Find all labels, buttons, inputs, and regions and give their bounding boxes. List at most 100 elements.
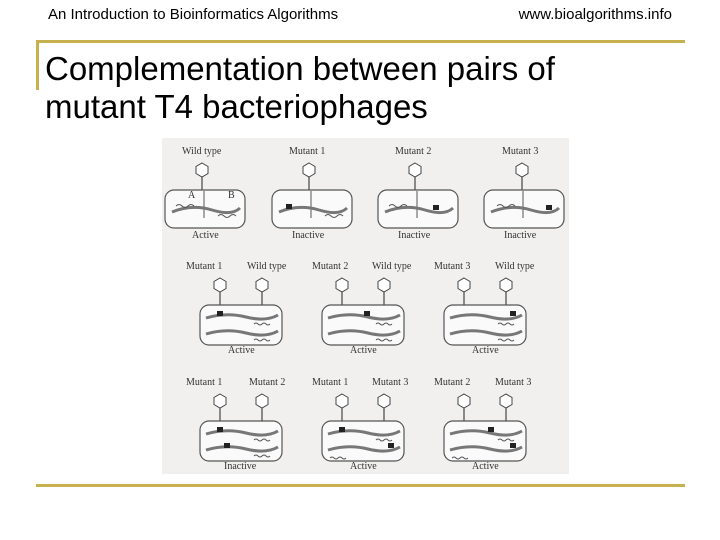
protein-a [496, 204, 516, 208]
row2-header-2: Wild type [247, 261, 287, 272]
mutation-mark [388, 443, 394, 448]
phage-icon [377, 277, 391, 308]
row2-cell-1: Active [199, 277, 283, 356]
bacterial-cell [199, 420, 283, 462]
row1-cell-4: Inactive [483, 162, 565, 241]
protein-a [175, 204, 195, 208]
row2-cell-2: Active [321, 277, 405, 356]
mutant-dna [327, 445, 401, 453]
row2-cell-3: Active [443, 277, 527, 356]
row3-cell-1: Inactive [199, 393, 283, 472]
row2-header-5: Mutant 3 [434, 261, 470, 272]
slide-title-line-1: Complementation between pairs of [45, 50, 555, 87]
mutation-mark [286, 204, 292, 209]
wild-type-dna [327, 329, 401, 337]
bacterial-cell [199, 304, 283, 346]
phage-icon [335, 277, 349, 308]
row3-state-3: Active [472, 461, 499, 472]
mutation-mark [488, 427, 494, 432]
protein-b [217, 214, 237, 218]
top-rule [36, 40, 685, 43]
protein-b [253, 454, 271, 458]
row3-header-4: Mutant 3 [372, 377, 408, 388]
left-accent-rule [36, 40, 39, 90]
protein-b [253, 438, 271, 442]
phage-icon [515, 162, 529, 193]
row1-state-1: Active [192, 230, 219, 241]
mutation-mark [433, 205, 439, 210]
mutation-mark [217, 311, 223, 316]
row1-cell-3: Inactive [377, 162, 459, 241]
mutant-dna [449, 429, 523, 437]
phage-icon [302, 162, 316, 193]
wild-type-dna [449, 329, 523, 337]
mutant-dna [327, 313, 401, 321]
protein-b [497, 338, 515, 342]
mutation-mark [546, 205, 552, 210]
row3-header-3: Mutant 1 [312, 377, 348, 388]
protein-b [497, 438, 515, 442]
row3-state-2: Active [350, 461, 377, 472]
protein-b [375, 338, 393, 342]
slide-title-line-2: mutant T4 bacteriophages [45, 88, 428, 125]
protein-b [324, 214, 344, 218]
protein-b [375, 322, 393, 326]
row2-header-4: Wild type [372, 261, 412, 272]
mutant-dna [205, 445, 279, 453]
row1-header-3: Mutant 2 [395, 146, 431, 157]
protein-a [388, 204, 408, 208]
mutation-mark [510, 311, 516, 316]
mutation-mark [224, 443, 230, 448]
complementation-diagram: Wild type Mutant 1 Mutant 2 Mutant 3 A B… [164, 146, 565, 472]
row1-cell-2: Inactive [271, 162, 353, 241]
row1-state-4: Inactive [504, 230, 537, 241]
row2-header-1: Mutant 1 [186, 261, 222, 272]
bacterial-cell [321, 420, 405, 462]
protein-a [451, 456, 469, 460]
protein-b [375, 438, 393, 442]
row3-header-6: Mutant 3 [495, 377, 531, 388]
row1-header-4: Mutant 3 [502, 146, 538, 157]
phage-dna [171, 205, 242, 215]
protein-b [497, 322, 515, 326]
phage-icon [377, 393, 391, 424]
phage-icon [457, 277, 471, 308]
row1-header-1: Wild type [182, 146, 222, 157]
mutation-mark [364, 311, 370, 316]
bottom-rule [36, 484, 685, 487]
row2-state-2: Active [350, 345, 377, 356]
mutation-mark [339, 427, 345, 432]
row1-state-3: Inactive [398, 230, 431, 241]
row3-header-5: Mutant 2 [434, 377, 470, 388]
row2-state-3: Active [472, 345, 499, 356]
phage-dna [490, 205, 561, 215]
row3-header-2: Mutant 2 [249, 377, 285, 388]
phage-icon [195, 162, 209, 193]
mutant-dna [449, 313, 523, 321]
mutant-dna [449, 445, 523, 453]
gene-label-a: A [188, 190, 196, 201]
bacterial-cell [443, 420, 527, 462]
row1-cell-1: A B Active [164, 162, 246, 241]
row2-header-6: Wild type [495, 261, 535, 272]
row1-header-2: Mutant 1 [289, 146, 325, 157]
phage-icon [213, 277, 227, 308]
complementation-figure: Wild type Mutant 1 Mutant 2 Mutant 3 A B… [162, 138, 569, 474]
header-course-title: An Introduction to Bioinformatics Algori… [48, 6, 339, 23]
row3-header-1: Mutant 1 [186, 377, 222, 388]
phage-icon [408, 162, 422, 193]
row2-header-3: Mutant 2 [312, 261, 348, 272]
row3-cell-2: Active [321, 393, 405, 472]
phage-icon [457, 393, 471, 424]
wild-type-dna [205, 329, 279, 337]
phage-icon [335, 393, 349, 424]
phage-icon [499, 393, 513, 424]
phage-dna [384, 205, 455, 215]
bacterial-cell [321, 304, 405, 346]
mutation-mark [510, 443, 516, 448]
phage-icon [255, 277, 269, 308]
phage-icon [499, 277, 513, 308]
gene-label-b: B [228, 190, 235, 201]
mutation-mark [217, 427, 223, 432]
protein-b [253, 338, 271, 342]
